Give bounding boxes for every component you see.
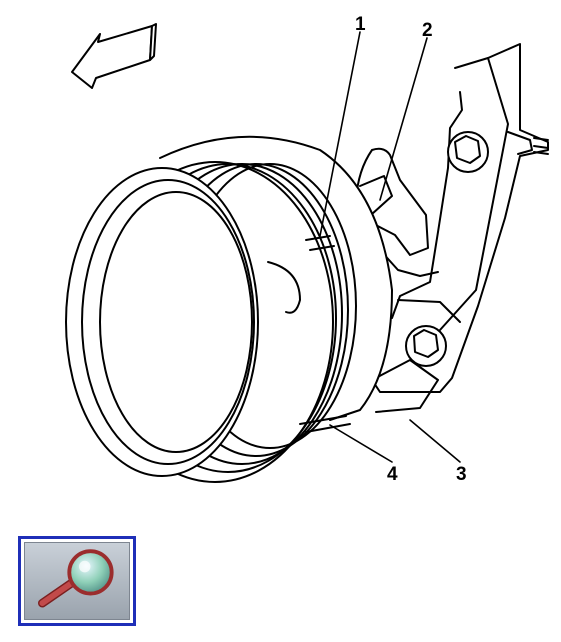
- leader-line-1: [319, 31, 361, 237]
- upper-bolt: [447, 131, 489, 173]
- lower-flange: [371, 299, 461, 413]
- magnifier-icon: [37, 549, 114, 608]
- mounting-bracket: [371, 43, 549, 393]
- leader-line-2: [379, 37, 428, 201]
- pulley-front-rim: [65, 167, 259, 477]
- zoom-button-face[interactable]: [24, 542, 130, 620]
- arrow-up-left-icon: [71, 23, 157, 89]
- lower-bolt: [405, 325, 447, 367]
- leader-line-3: [409, 419, 461, 463]
- callout-4: 4: [387, 464, 398, 485]
- leader-lines: [319, 31, 461, 463]
- callout-2: 2: [422, 20, 433, 41]
- callout-1: 1: [355, 14, 366, 35]
- crankshaft-balancer-diagram: 1 2 3 4: [65, 14, 549, 485]
- sensor-tab: [355, 147, 439, 277]
- leader-line-4: [329, 424, 393, 463]
- callout-3: 3: [456, 464, 467, 485]
- zoom-button[interactable]: [18, 536, 136, 626]
